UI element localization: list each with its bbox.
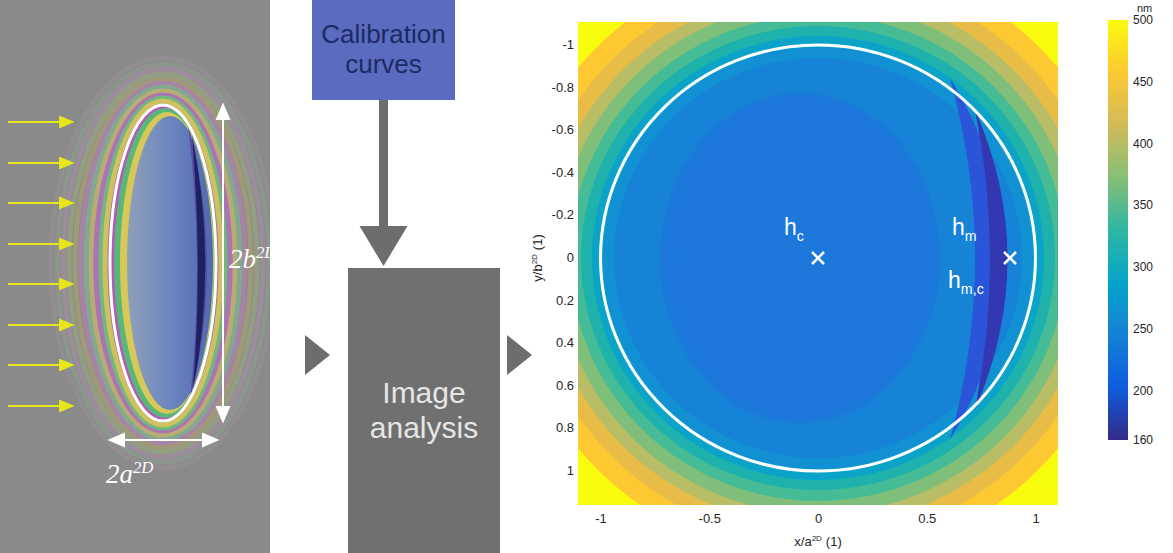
- colorbar-tick: 200: [1133, 384, 1153, 398]
- y-tick-label-part: -0.4: [552, 165, 574, 180]
- image-ground: [0, 0, 270, 553]
- point-markers: [812, 252, 1016, 264]
- colorbar: [1108, 20, 1128, 440]
- contact-ellipse: [110, 105, 216, 421]
- input-box: Calibration curves: [312, 0, 455, 100]
- colorbar-tick: 160: [1133, 433, 1153, 447]
- box-label: Image analysis: [354, 376, 494, 445]
- point-label: hm: [952, 214, 977, 249]
- y-axis-title: y/b2D (1): [527, 234, 546, 281]
- colorbar-tick-part: 250: [1133, 322, 1153, 336]
- y-tick-label: 0.6: [524, 378, 574, 394]
- colorbar-tick: 250: [1133, 322, 1153, 336]
- colorbar-tick-part: 160: [1133, 433, 1153, 447]
- y-tick-label: -1: [524, 37, 574, 53]
- y-tick-label-part: -0.8: [552, 80, 574, 95]
- colorbar-tick: 350: [1133, 198, 1153, 212]
- dimension-label-part: 2D: [133, 458, 153, 477]
- y-tick-label: 0.4: [524, 335, 574, 351]
- fringe-fill: [108, 104, 218, 422]
- y-axis-title-part: 2D: [530, 254, 539, 264]
- y-tick-label: -0.4: [524, 165, 574, 181]
- x-tick-label: 1: [1011, 511, 1061, 527]
- colorbar-tick: 400: [1133, 137, 1153, 151]
- x-tick-label-part: -1: [595, 511, 607, 526]
- x-tick-label-part: 0.5: [918, 511, 936, 526]
- point-label-part: c: [797, 228, 804, 244]
- dimension-label-part: 2a: [106, 459, 133, 489]
- y-tick-label: -0.8: [524, 80, 574, 96]
- dimension-label-part: 2b: [229, 244, 256, 274]
- y-tick-label-part: 0.8: [556, 420, 574, 435]
- contact-area: [127, 116, 213, 410]
- y-tick-label-part: -0.6: [552, 122, 574, 137]
- y-tick-label-part: -1: [562, 37, 574, 52]
- colorbar-tick-part: 350: [1133, 198, 1153, 212]
- y-tick-label: 0.2: [524, 293, 574, 309]
- x-tick-label: 0.5: [902, 511, 952, 527]
- y-tick-label-part: 0: [567, 250, 574, 265]
- colorbar-unit-part: nm: [1137, 2, 1152, 14]
- flow-arrowhead: [305, 335, 330, 375]
- x-axis-title-part: (1): [826, 534, 842, 549]
- y-tick-label-part: -0.2: [552, 207, 574, 222]
- x-axis-title-part: x/a: [794, 534, 811, 549]
- film-thickness-map: [578, 22, 1058, 505]
- fringes: [51, 58, 270, 468]
- y-tick-label: 1: [524, 463, 574, 479]
- x-tick-label-part: -0.5: [699, 511, 721, 526]
- y-tick-label-part: 0.4: [556, 335, 574, 350]
- box-label: Calibration curves: [318, 20, 449, 80]
- x-axis-title-part: 2D: [812, 534, 822, 543]
- colorbar-tick-part: 300: [1133, 260, 1153, 274]
- point-label: hc: [784, 214, 804, 249]
- point-label-part: h: [948, 267, 961, 293]
- colorbar-tick-part: 450: [1133, 75, 1153, 89]
- x-tick-label: -0.5: [685, 511, 735, 527]
- x-tick-label: -1: [576, 511, 626, 527]
- colorbar-tick-part: 500: [1133, 13, 1153, 27]
- contact-circle: [601, 45, 1036, 471]
- point-label: hm,c: [948, 267, 984, 302]
- dimension-arrows: [110, 105, 229, 446]
- y-axis-title-part: y/b: [531, 264, 546, 281]
- constriction: [192, 135, 205, 390]
- point-label-part: h: [952, 214, 965, 240]
- point-label-part: m,c: [961, 281, 984, 297]
- dimension-label: 2b2D: [229, 243, 276, 275]
- x-tick-label-part: 0: [815, 511, 822, 526]
- y-tick-label: -0.2: [524, 207, 574, 223]
- y-tick-label-part: 1: [567, 463, 574, 478]
- colorbar-tick-part: 200: [1133, 384, 1153, 398]
- point-label-part: h: [784, 214, 797, 240]
- x-tick-label: 0: [794, 511, 844, 527]
- y-tick-label-part: 0.2: [556, 293, 574, 308]
- y-axis-title-part: (1): [531, 234, 546, 250]
- point-label-part: m: [965, 228, 977, 244]
- rolling-direction-arrows: [8, 117, 72, 411]
- flow-arrowhead: [507, 335, 532, 375]
- interferogram: [0, 0, 270, 553]
- y-tick-label: 0.8: [524, 420, 574, 436]
- colorbar-tick: 500: [1133, 13, 1153, 27]
- x-axis-title: x/a2D (1): [794, 531, 841, 550]
- fringe-fill: [120, 112, 214, 414]
- colorbar-tick: 300: [1133, 260, 1153, 274]
- colorbar-tick-part: 400: [1133, 137, 1153, 151]
- dimension-label-part: 2D: [256, 243, 276, 262]
- colorbar-unit: nm: [1137, 2, 1152, 14]
- y-tick-label: -0.6: [524, 122, 574, 138]
- process-box: Image analysis: [348, 268, 500, 553]
- colorbar-tick: 450: [1133, 75, 1153, 89]
- dimension-label: 2a2D: [106, 458, 153, 490]
- flow-arrow: [360, 100, 408, 266]
- y-tick-label-part: 0.6: [556, 378, 574, 393]
- x-tick-label-part: 1: [1032, 511, 1039, 526]
